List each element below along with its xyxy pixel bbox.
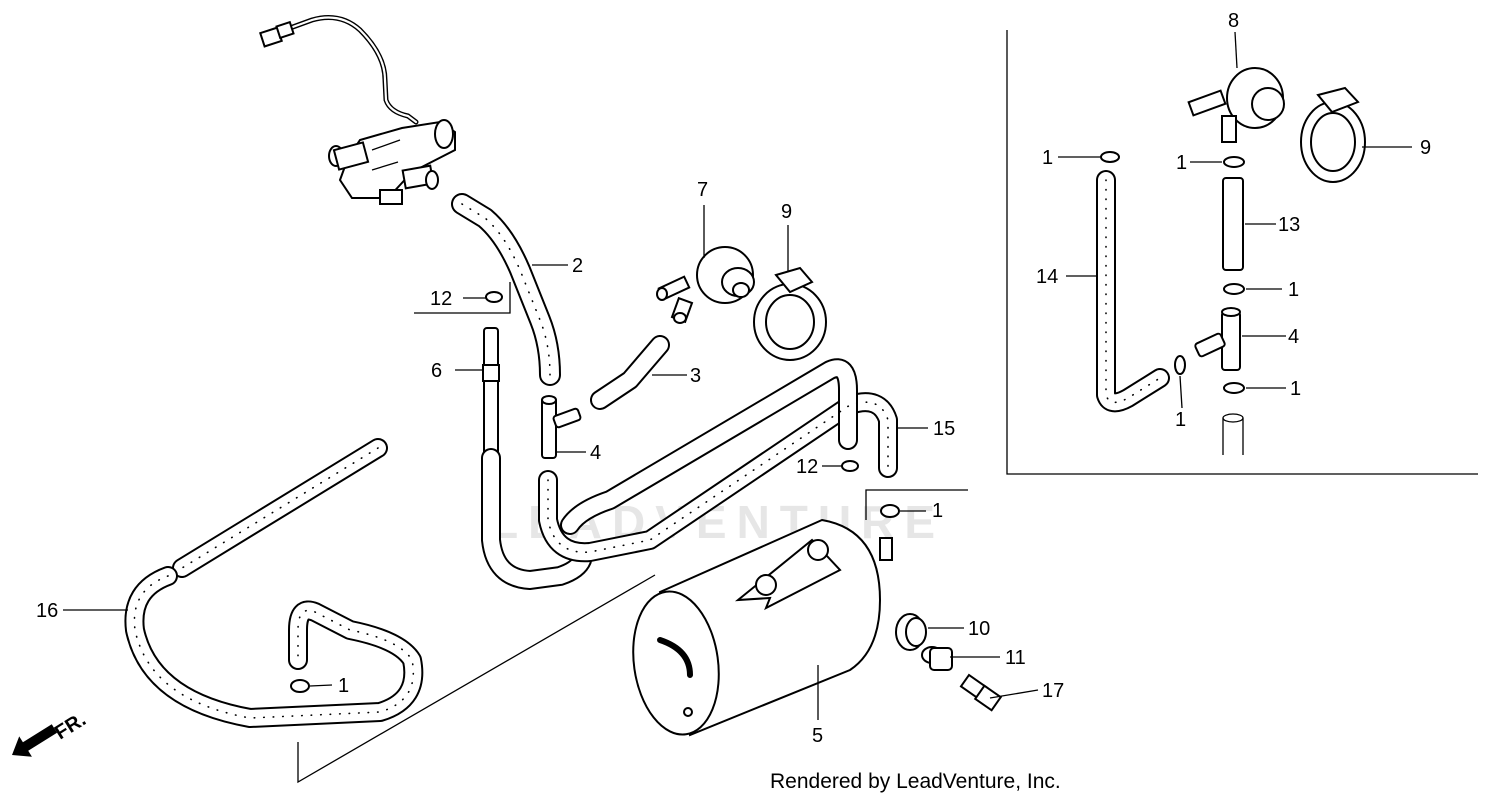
hose-15 bbox=[538, 358, 898, 563]
clip-1-center bbox=[880, 504, 900, 518]
callout-4-inset: 4 bbox=[1288, 326, 1299, 348]
bracket-line-1 bbox=[865, 489, 968, 520]
callout-12-b: 12 bbox=[796, 456, 818, 478]
bolt-17 bbox=[959, 673, 1003, 712]
callout-3: 3 bbox=[690, 365, 701, 387]
callout-1-inset-b: 1 bbox=[1176, 152, 1187, 174]
clip-12-a bbox=[485, 291, 503, 303]
solenoid-valve bbox=[259, 15, 456, 205]
clamp-9 bbox=[753, 266, 827, 361]
callout-1-inset-a: 1 bbox=[1042, 147, 1053, 169]
callout-7: 7 bbox=[697, 179, 708, 201]
callout-5: 5 bbox=[812, 725, 823, 747]
callout-6: 6 bbox=[431, 360, 442, 382]
callout-1-center: 1 bbox=[932, 500, 943, 522]
clamp-9-inset bbox=[1300, 86, 1366, 183]
inset-box-border bbox=[1006, 30, 1478, 475]
callout-9-main: 9 bbox=[781, 201, 792, 223]
callout-1-left: 1 bbox=[338, 675, 349, 697]
hose-3 bbox=[590, 335, 670, 410]
footer-credit: Rendered by LeadVenture, Inc. bbox=[770, 770, 1061, 793]
callout-17: 17 bbox=[1042, 680, 1064, 702]
clip-12-b bbox=[841, 460, 859, 472]
callout-9-inset: 9 bbox=[1420, 137, 1431, 159]
callout-13: 13 bbox=[1278, 214, 1300, 236]
hose-2 bbox=[451, 193, 561, 386]
callout-11: 11 bbox=[1005, 647, 1026, 669]
callout-1-inset-e: 1 bbox=[1290, 378, 1301, 400]
front-direction-label: FR. bbox=[51, 709, 90, 745]
hose-14 bbox=[1096, 170, 1170, 413]
callout-16: 16 bbox=[36, 600, 58, 622]
callout-15: 15 bbox=[933, 418, 955, 440]
hose-16 bbox=[124, 438, 424, 728]
clip-1-inset-b bbox=[1223, 156, 1245, 168]
grommet-10 bbox=[895, 613, 927, 651]
clip-1-left bbox=[290, 679, 310, 693]
assembly-leader-line bbox=[297, 574, 656, 784]
valve-7 bbox=[656, 246, 755, 324]
callout-1-inset-d: 1 bbox=[1175, 409, 1186, 431]
front-direction-arrow-icon bbox=[12, 724, 58, 757]
callout-8: 8 bbox=[1228, 10, 1239, 32]
clip-1-inset-a bbox=[1100, 151, 1120, 163]
clip-1-inset-e bbox=[1223, 382, 1245, 394]
leader-lines bbox=[63, 31, 1412, 720]
clip-1-inset-c bbox=[1223, 283, 1245, 295]
valve-8 bbox=[1187, 67, 1285, 143]
pipe-6 bbox=[481, 327, 592, 590]
inset-pipe-stub-top bbox=[1222, 413, 1244, 423]
collar-11 bbox=[921, 646, 953, 671]
callout-14: 14 bbox=[1036, 266, 1058, 288]
clip-1-inset-d bbox=[1174, 355, 1186, 375]
canister-5 bbox=[632, 518, 893, 737]
callout-1-inset-c: 1 bbox=[1288, 279, 1299, 301]
hose-13 bbox=[1222, 177, 1244, 271]
callout-4-main: 4 bbox=[590, 442, 601, 464]
t-joint-4 bbox=[541, 395, 582, 459]
callout-12-a: 12 bbox=[430, 288, 452, 310]
callout-2: 2 bbox=[572, 255, 583, 277]
callout-10: 10 bbox=[968, 618, 990, 640]
bracket-line-12 bbox=[414, 282, 511, 314]
t-joint-4-inset bbox=[1194, 307, 1241, 371]
inset-pipe-stub bbox=[1222, 418, 1244, 455]
